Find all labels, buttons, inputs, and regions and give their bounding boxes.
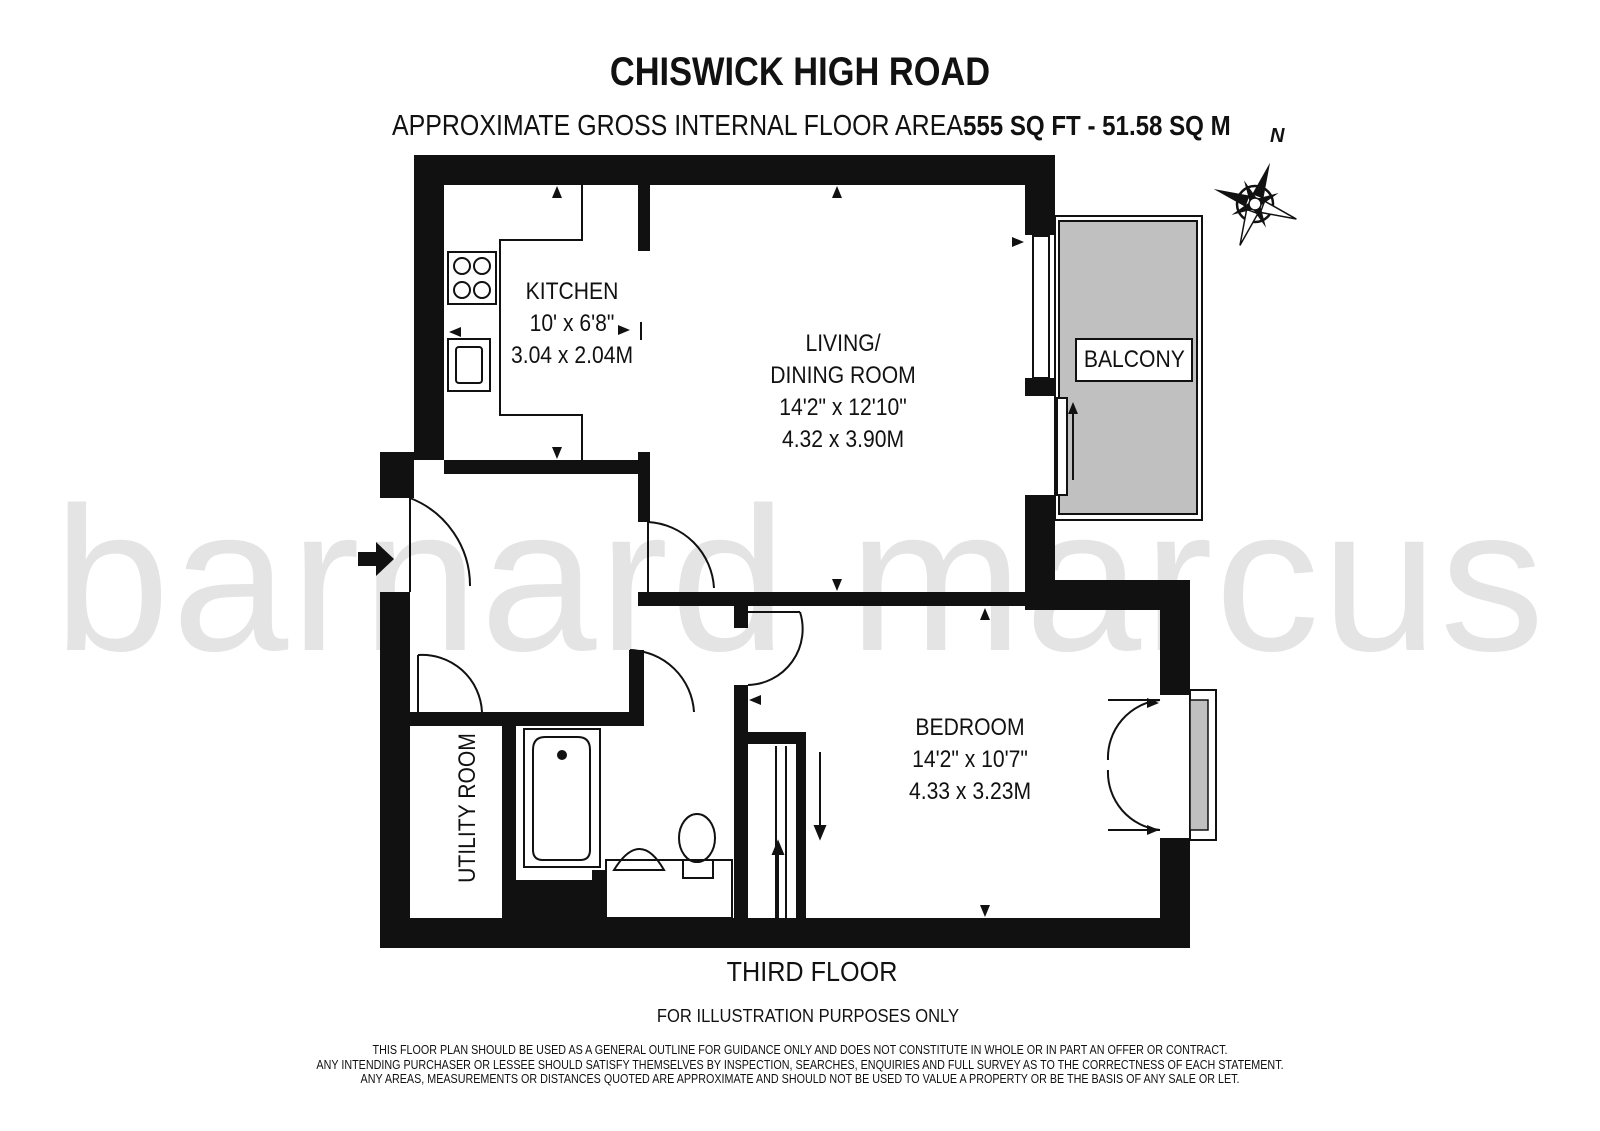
- wall-living-right-top: [1025, 155, 1055, 235]
- hob-icon: [447, 251, 497, 305]
- compass-north-label: N: [1270, 125, 1285, 147]
- bedroom-name: BEDROOM: [915, 714, 1025, 741]
- wall-bath-bottom-block: [516, 880, 600, 918]
- living-metric: 4.32 x 3.90M: [781, 426, 905, 453]
- wall-living-right-low: [1025, 495, 1055, 595]
- page-title: CHISWICK HIGH ROAD: [609, 50, 991, 94]
- wall-wardrobe-right: [796, 732, 806, 918]
- wall-bath-top-right: [630, 650, 644, 726]
- room-label-utility: UTILITY ROOM: [454, 733, 481, 883]
- room-label-bedroom: BEDROOM 14'2" x 10'7" 4.33 x 3.23M: [909, 712, 1031, 808]
- watermark-text: barnard marcus: [53, 465, 1547, 694]
- wall-bath-top: [410, 712, 630, 726]
- room-label-balcony: BALCONY: [1075, 338, 1193, 382]
- bathroom-fixtures: [523, 728, 733, 919]
- wall-entrance-top: [380, 452, 414, 498]
- wall-bottom: [380, 918, 1190, 948]
- wall-left-lower: [380, 592, 410, 948]
- disclaimer-line-2: ANY INTENDING PURCHASER OR LESSEE SHOULD…: [316, 1057, 1284, 1072]
- wardrobe: [771, 746, 827, 918]
- wall-top: [414, 155, 1044, 185]
- sink-icon: [447, 338, 491, 392]
- disclaimer: THIS FLOOR PLAN SHOULD BE USED AS A GENE…: [316, 1043, 1283, 1087]
- bedroom-imperial: 14'2" x 10'7": [912, 746, 1028, 773]
- wall-bedroom-right-top: [1160, 580, 1190, 695]
- floor-name: THIRD FLOOR: [726, 956, 898, 987]
- kitchen-imperial: 10' x 6'8": [529, 310, 615, 337]
- kitchen-metric: 3.04 x 2.04M: [510, 342, 634, 369]
- entrance-arrow-icon: [358, 542, 394, 576]
- living-name-line2: DINING ROOM: [770, 362, 916, 389]
- basin-icon: [612, 848, 666, 871]
- wall-partition-kitchen-top: [638, 185, 650, 251]
- bath-icon: [523, 728, 601, 868]
- wall-living-right-mid: [1025, 378, 1055, 396]
- markers: [449, 186, 1159, 917]
- living-imperial: 14'2" x 12'10": [779, 394, 907, 421]
- wall-wardrobe-top: [734, 732, 800, 744]
- wall-bedroom-partition-top: [734, 598, 748, 628]
- wall-kitchen-bottom: [444, 460, 648, 474]
- toilet-icon: [678, 813, 716, 863]
- kitchen-name: KITCHEN: [525, 278, 619, 305]
- bedroom-metric: 4.33 x 3.23M: [908, 778, 1032, 805]
- disclaimer-line-3: ANY AREAS, MEASUREMENTS OR DISTANCES QUO…: [360, 1072, 1240, 1086]
- wall-kitchen-left: [414, 155, 444, 460]
- room-label-kitchen: KITCHEN 10' x 6'8" 3.04 x 2.04M: [511, 276, 633, 372]
- bedroom-window: [1189, 689, 1217, 841]
- disclaimer-line-1: THIS FLOOR PLAN SHOULD BE USED AS A GENE…: [372, 1043, 1228, 1057]
- room-label-living: LIVING/ DINING ROOM 14'2" x 12'10" 4.32 …: [770, 328, 915, 456]
- floor-area-value: 555 SQ FT - 51.58 SQ M: [963, 110, 1231, 141]
- walls: [380, 155, 1190, 948]
- wall-utility-right: [502, 712, 516, 918]
- illustration-note: FOR ILLUSTRATION PURPOSES ONLY: [656, 1006, 960, 1026]
- balcony-name: BALCONY: [1083, 346, 1185, 373]
- compass-rose-icon: [1213, 162, 1297, 246]
- wall-bedroom-partition: [734, 685, 748, 918]
- wall-partition-kitchen-bottom: [638, 452, 650, 522]
- kitchen-fixtures: [447, 185, 583, 460]
- floor-area-label: APPROXIMATE GROSS INTERNAL FLOOR AREA:: [392, 110, 970, 142]
- living-name-line1: LIVING/: [805, 330, 881, 357]
- wall-living-bottom: [638, 592, 1038, 606]
